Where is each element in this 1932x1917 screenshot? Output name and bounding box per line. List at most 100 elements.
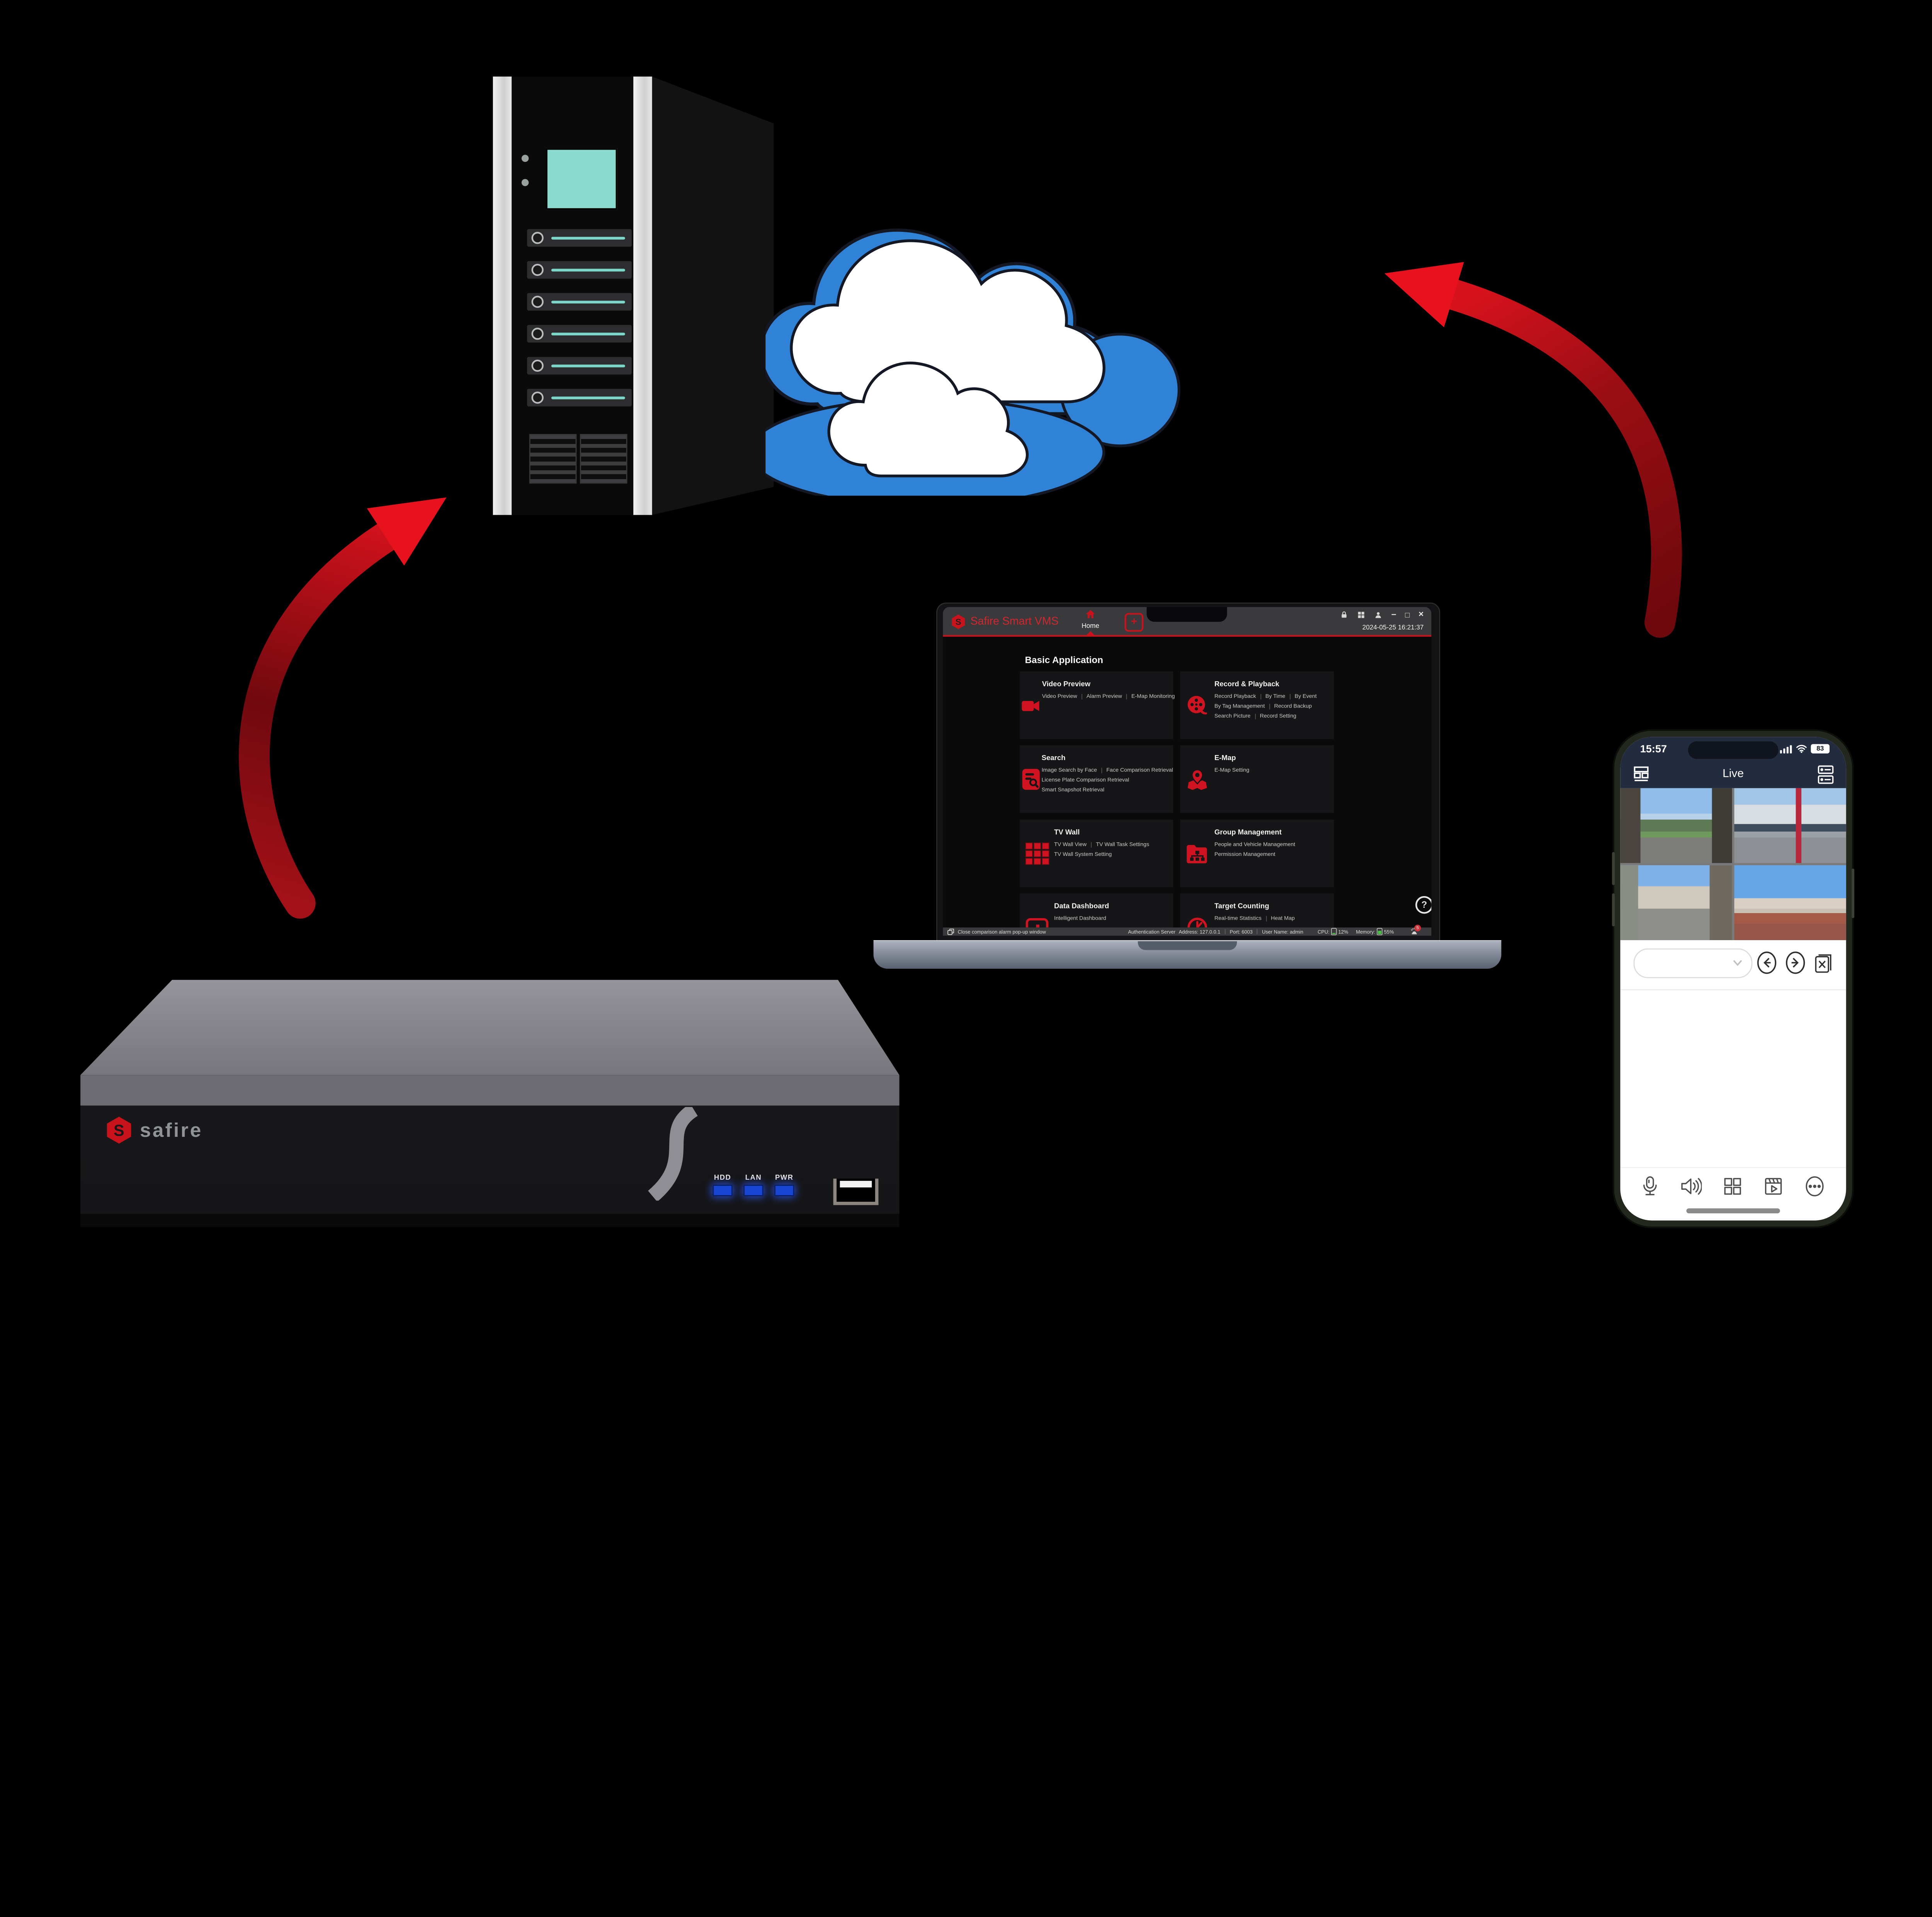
phone-power-button[interactable]: [1851, 868, 1855, 918]
document-search-icon: [1022, 769, 1040, 790]
server-rack: [493, 77, 652, 515]
vms-link[interactable]: E-Map Monitoring: [1131, 693, 1175, 700]
camera-feed-2[interactable]: [1734, 788, 1846, 863]
diagram-stage: S Safire Smart VMS Home + – □ × 2024-05-…: [80, 77, 1855, 1227]
camera-feed-4[interactable]: [1734, 865, 1846, 941]
statusbar-left[interactable]: Close comparison alarm pop-up window: [957, 929, 1046, 935]
vms-link[interactable]: By Time: [1265, 693, 1286, 700]
memory-value: 55%: [1384, 929, 1394, 935]
vms-link[interactable]: Intelligent Dashboard: [1054, 915, 1106, 922]
vms-link[interactable]: By Tag Management: [1214, 703, 1265, 709]
video-camera-icon: [1022, 701, 1039, 711]
phone-screen: 15:57 83 Live: [1620, 737, 1846, 1221]
drive-bay-led: [551, 300, 625, 303]
vms-link[interactable]: Record Playback: [1214, 693, 1256, 700]
panel-title: TV Wall: [1054, 828, 1080, 836]
rack-vent: [529, 434, 577, 484]
close-button[interactable]: ×: [1418, 609, 1424, 619]
rack-display-screen: [546, 148, 617, 210]
vms-link[interactable]: Permission Management: [1214, 851, 1276, 858]
drive-bay-led: [551, 332, 625, 335]
phone-volume-button[interactable]: [1612, 852, 1615, 885]
vms-link[interactable]: Alarm Preview: [1086, 693, 1122, 700]
camera-feed-1[interactable]: [1620, 788, 1732, 863]
drive-bay-led: [551, 236, 625, 240]
hdd-led: [713, 1184, 733, 1196]
vms-link[interactable]: Heat Map: [1271, 915, 1295, 922]
maximize-button[interactable]: □: [1405, 610, 1410, 619]
safire-logo-icon: S: [952, 614, 965, 629]
camera-list-icon[interactable]: [1818, 764, 1834, 785]
vms-link[interactable]: Record Backup: [1274, 703, 1312, 709]
auth-server-label: Authentication Server: [1128, 929, 1176, 935]
add-tab-button[interactable]: +: [1124, 613, 1143, 632]
arrow-nvr-to-server: [239, 497, 447, 919]
home-indicator[interactable]: [1686, 1208, 1780, 1213]
apps-grid-icon[interactable]: [1357, 611, 1365, 619]
nvr-swoosh: [648, 1107, 698, 1201]
help-icon[interactable]: ?: [1415, 896, 1432, 914]
cloud-icon: [765, 228, 1180, 496]
vms-link[interactable]: Search Picture: [1214, 713, 1251, 720]
next-page-icon[interactable]: [1784, 951, 1806, 975]
cpu-meter-icon: [1331, 928, 1337, 936]
group-folder-icon: [1187, 845, 1207, 863]
vms-link[interactable]: Record Setting: [1260, 713, 1296, 720]
divider: [1620, 1167, 1846, 1169]
layout-icon[interactable]: [1633, 765, 1649, 783]
prev-page-icon[interactable]: [1756, 951, 1778, 975]
grid-layout-icon[interactable]: [1723, 1176, 1742, 1196]
nvr-brand: S safire: [105, 1115, 203, 1146]
chevron-down-icon: [1733, 960, 1742, 966]
camera-feed-3[interactable]: [1620, 865, 1732, 941]
drive-bay-knob: [531, 328, 544, 340]
vms-link[interactable]: Video Preview: [1042, 693, 1077, 700]
popup-windows-icon[interactable]: [947, 928, 955, 935]
channel-select[interactable]: [1633, 948, 1753, 978]
vms-link[interactable]: Real-time Statistics: [1214, 915, 1262, 922]
user-icon[interactable]: [1374, 611, 1383, 619]
microphone-icon[interactable]: [1641, 1175, 1659, 1197]
vms-link[interactable]: People and Vehicle Management: [1214, 841, 1296, 848]
vms-link[interactable]: TV Wall System Setting: [1054, 851, 1112, 858]
more-icon[interactable]: [1804, 1175, 1826, 1197]
tv-wall-icon: [1025, 842, 1049, 865]
drive-bay: [527, 357, 632, 375]
vms-link[interactable]: License Plate Comparison Retrieval: [1041, 777, 1129, 783]
link-separator: [1126, 694, 1127, 699]
alarm-siren-icon[interactable]: 5: [1410, 925, 1421, 936]
cpu-label: CPU:: [1317, 929, 1330, 935]
alarm-badge: 5: [1414, 925, 1421, 932]
phone-volume-button[interactable]: [1612, 893, 1615, 927]
vms-link[interactable]: TV Wall Task Settings: [1096, 841, 1150, 848]
server-rack-side: [652, 77, 774, 515]
tab-home[interactable]: Home: [1075, 609, 1106, 629]
lan-led: [743, 1184, 764, 1196]
link-separator: [1260, 694, 1261, 699]
phone-status-icons: 83: [1780, 744, 1830, 754]
speaker-icon[interactable]: [1680, 1176, 1702, 1197]
close-all-icon[interactable]: [1813, 951, 1834, 975]
vms-link[interactable]: Face Comparison Retrieval: [1106, 767, 1173, 774]
playback-clapper-icon[interactable]: [1763, 1176, 1783, 1197]
svg-text:S: S: [956, 617, 961, 627]
battery-icon: 83: [1811, 744, 1830, 754]
vms-link[interactable]: Image Search by Face: [1041, 767, 1097, 774]
arrow-phone-to-cloud: [1384, 262, 1682, 638]
vms-link[interactable]: TV Wall View: [1054, 841, 1087, 848]
panel-tv-wall[interactable]: TV Wall TV Wall View TV Wall Task Settings…: [1020, 819, 1173, 888]
vms-link[interactable]: E-Map Setting: [1214, 767, 1250, 774]
vms-link[interactable]: By Event: [1294, 693, 1317, 700]
vms-link[interactable]: Smart Snapshot Retrieval: [1041, 787, 1104, 793]
minimize-button[interactable]: –: [1391, 609, 1396, 619]
led-label-lan: LAN: [745, 1173, 762, 1182]
home-icon: [1086, 610, 1095, 618]
lock-icon[interactable]: [1340, 611, 1348, 619]
